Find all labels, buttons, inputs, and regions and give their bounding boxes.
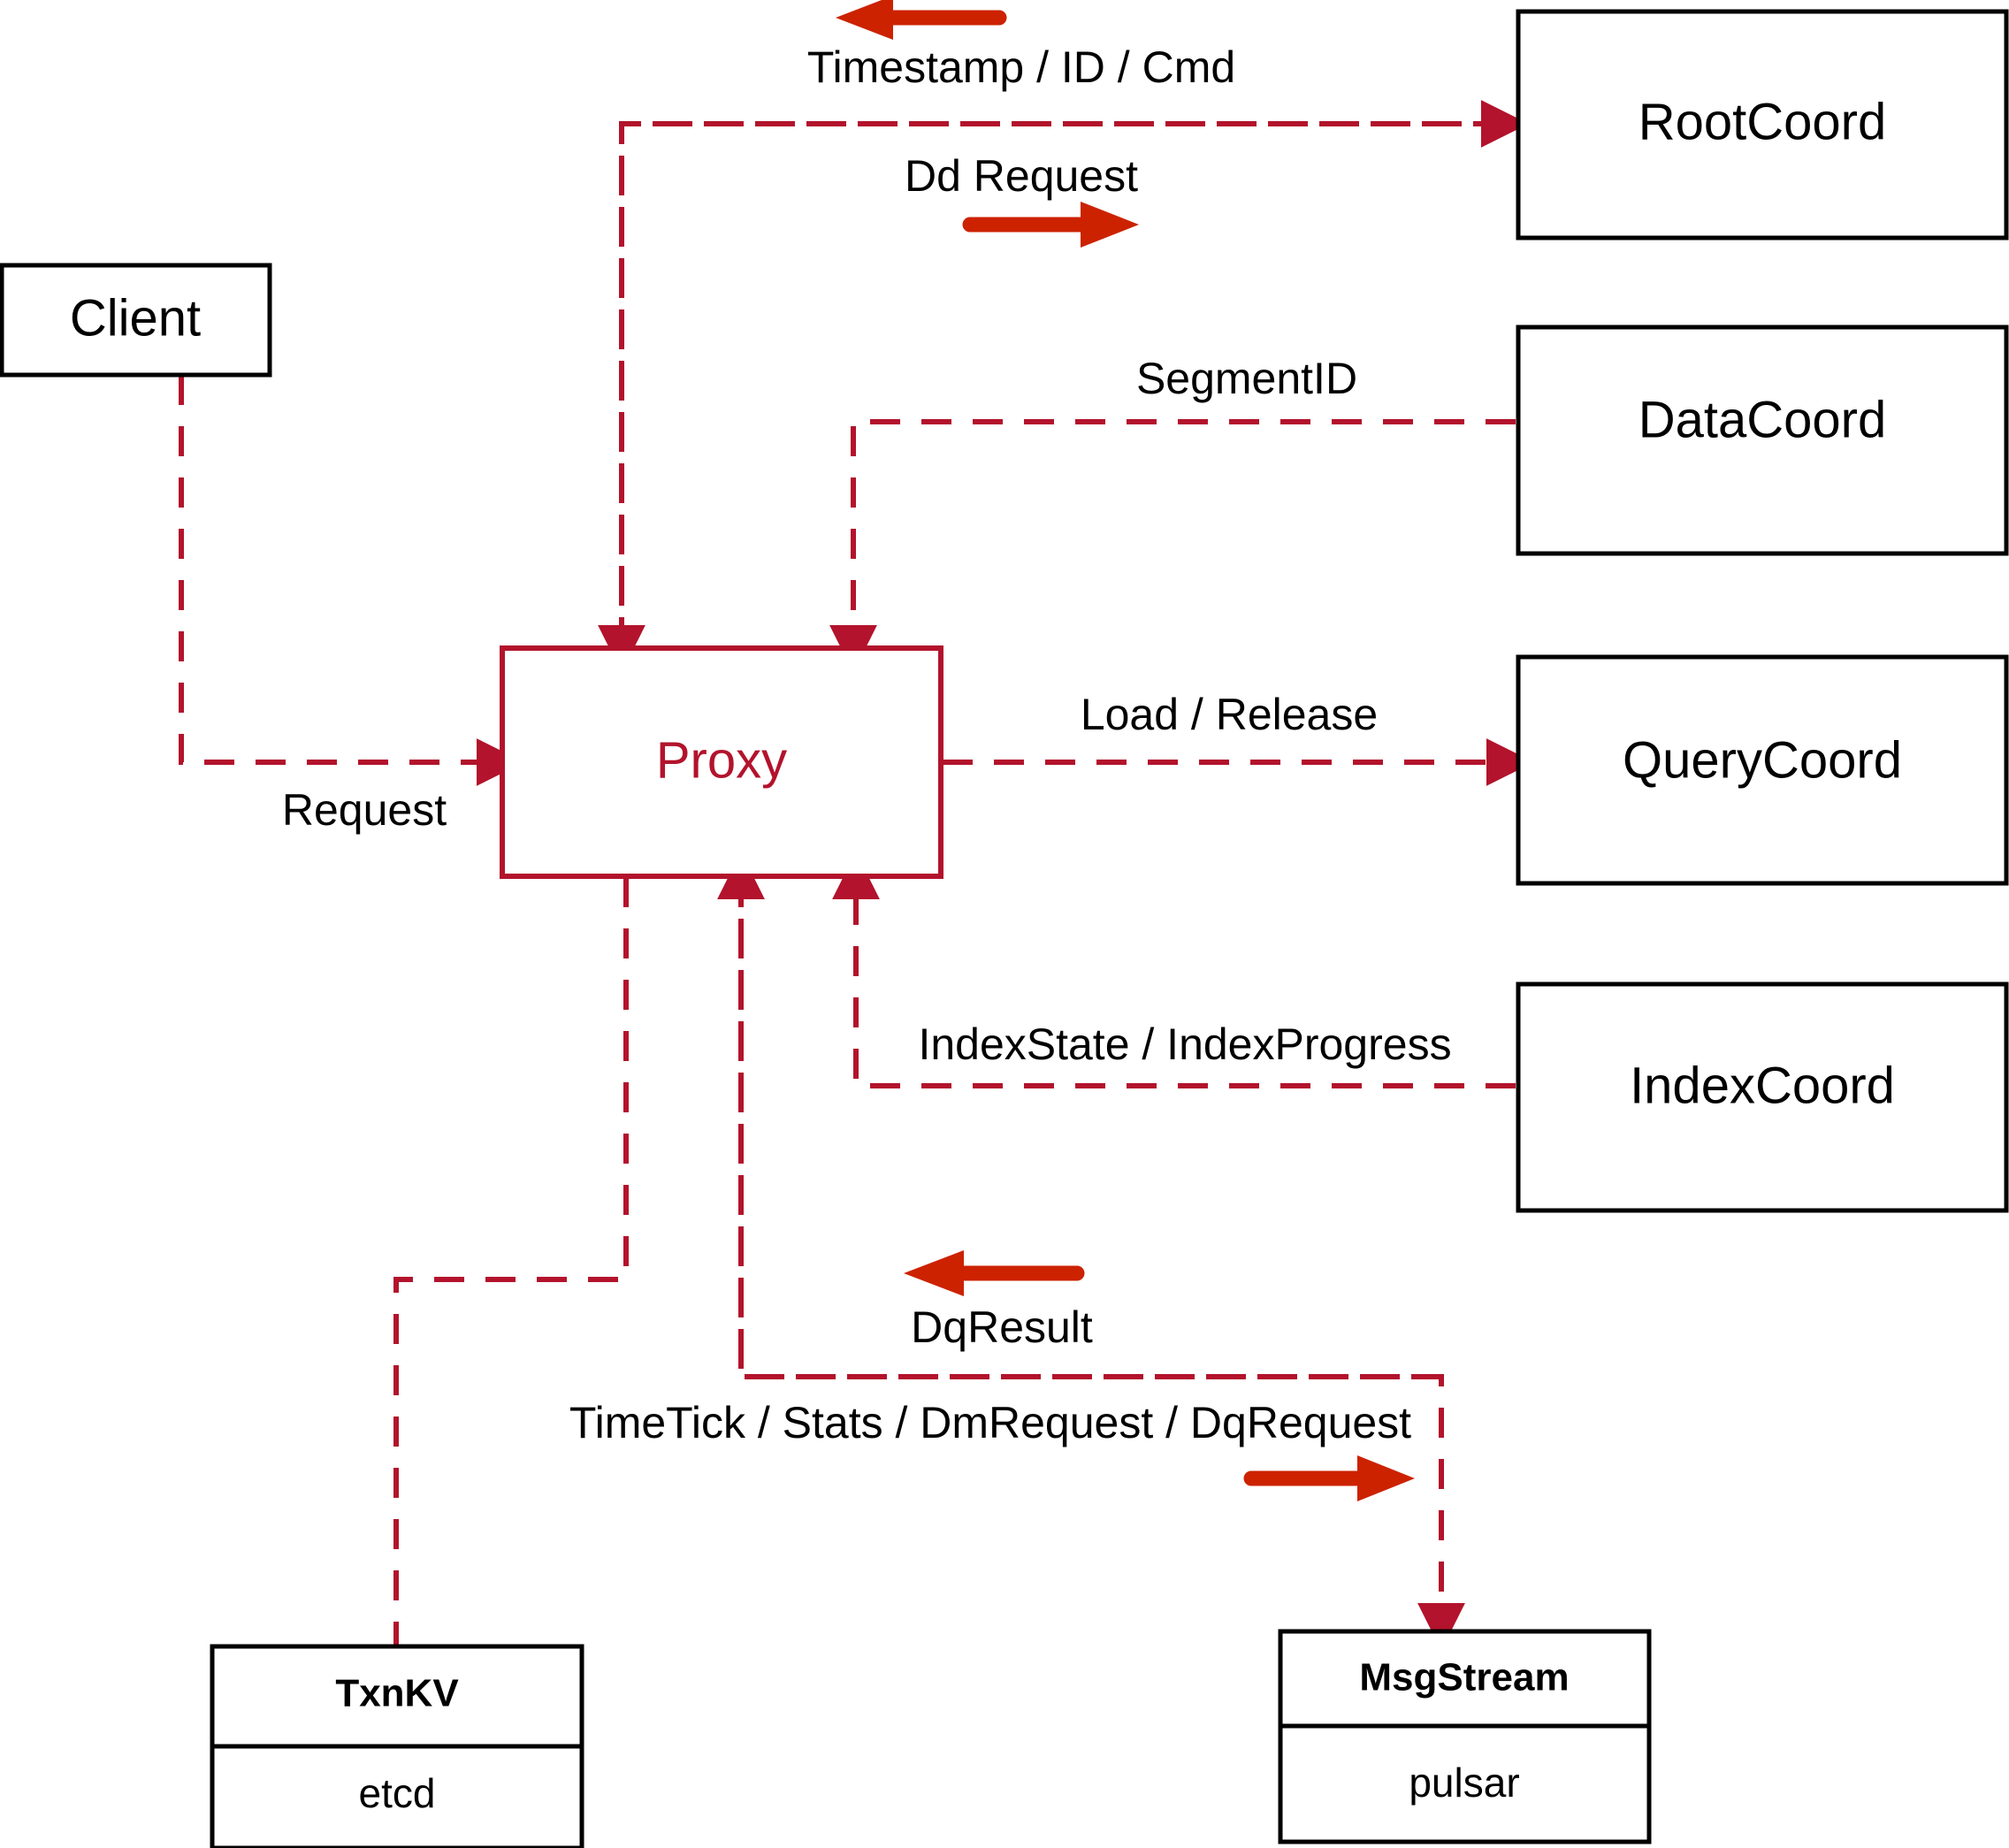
node-rootcoord[interactable]: RootCoord xyxy=(1516,9,2009,241)
datacoord-box[interactable] xyxy=(1516,325,2009,556)
txnkv-body-label: etcd xyxy=(359,1770,436,1816)
msgstream-box[interactable] xyxy=(1278,1629,1652,1844)
edge-label-timestamp-id-cmd: Timestamp / ID / Cmd xyxy=(807,42,1235,92)
edge-msgstream-proxy xyxy=(717,851,1441,1379)
msgstream-body-label: pulsar xyxy=(1409,1760,1519,1806)
node-msgstream[interactable]: MsgStream pulsar xyxy=(1278,1629,1652,1844)
edge-indexcoord-proxy xyxy=(832,851,1516,1088)
proxy-label: Proxy xyxy=(656,731,787,789)
proxy-box[interactable] xyxy=(500,645,943,879)
edge-label-load-release: Load / Release xyxy=(1081,690,1378,739)
node-client[interactable]: Client xyxy=(0,263,272,378)
client-label: Client xyxy=(70,289,201,347)
node-datacoord[interactable]: DataCoord xyxy=(1516,325,2009,556)
edge-client-proxy xyxy=(179,375,524,786)
querycoord-label: QueryCoord xyxy=(1623,731,1902,789)
edge-label-dd-request: Dd Request xyxy=(905,151,1138,201)
edge-label-segment-id: SegmentID xyxy=(1136,354,1357,403)
timestamp-direction-arrow xyxy=(836,0,1007,40)
msgstream-header-label: MsgStream xyxy=(1359,1656,1569,1699)
edge-label-timetick-stats: TimeTick / Stats / DmRequest / DqRequest xyxy=(569,1398,1411,1447)
indexcoord-label: IndexCoord xyxy=(1630,1057,1895,1114)
client-box[interactable] xyxy=(0,263,272,378)
rootcoord-label: RootCoord xyxy=(1639,93,1886,150)
node-proxy[interactable]: Proxy xyxy=(500,645,943,879)
edge-label-dq-result: DqResult xyxy=(911,1302,1093,1352)
node-indexcoord[interactable]: IndexCoord xyxy=(1516,981,2009,1213)
indexcoord-box[interactable] xyxy=(1516,981,2009,1213)
dd-request-direction-arrow xyxy=(962,202,1139,248)
txnkv-header-label: TxnKV xyxy=(335,1672,459,1715)
datacoord-label: DataCoord xyxy=(1639,391,1886,448)
edge-label-request: Request xyxy=(282,785,447,835)
edge-proxy-rootcoord xyxy=(619,100,1529,647)
edge-proxy-msgstream xyxy=(738,877,1465,1651)
edge-rootcoord-proxy xyxy=(598,121,1503,673)
querycoord-box[interactable] xyxy=(1516,654,2009,886)
node-txnkv[interactable]: TxnKV etcd xyxy=(210,1644,584,1848)
dq-request-direction-arrow xyxy=(1243,1455,1415,1501)
edge-label-index-state-progress: IndexState / IndexProgress xyxy=(918,1019,1451,1069)
node-querycoord[interactable]: QueryCoord xyxy=(1516,654,2009,886)
edge-datacoord-proxy xyxy=(829,419,1516,673)
edge-proxy-txnkv xyxy=(393,877,629,1646)
rootcoord-box[interactable] xyxy=(1516,9,2009,241)
dq-result-direction-arrow xyxy=(904,1250,1085,1296)
